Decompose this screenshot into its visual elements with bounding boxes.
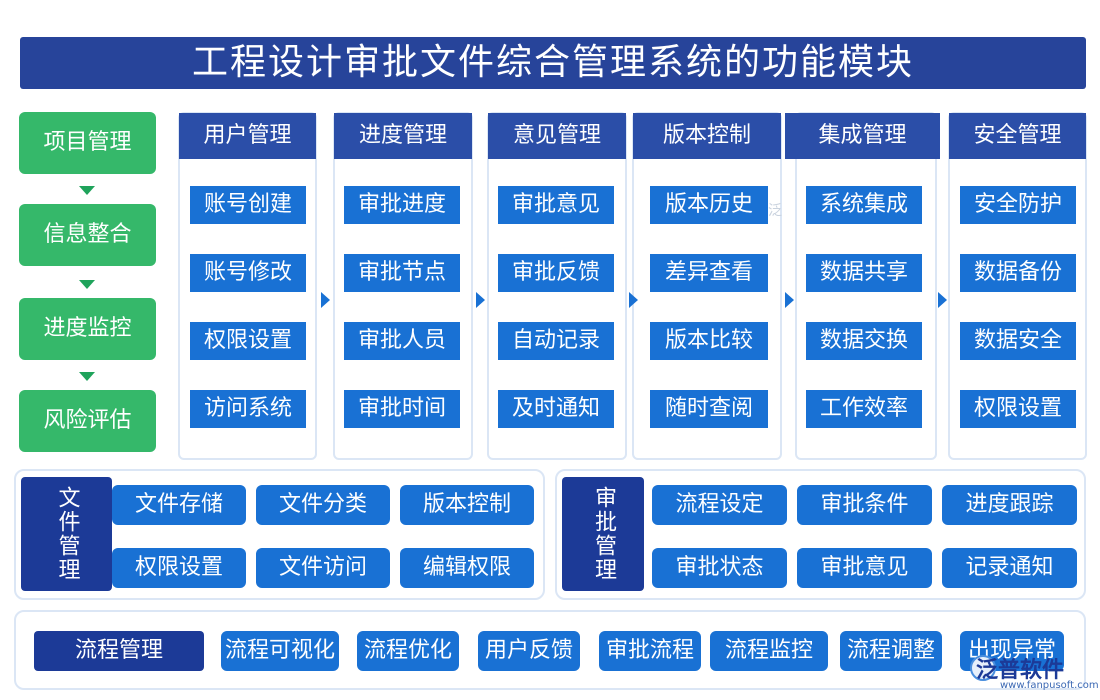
step-risk-assessment: 风险评估 bbox=[19, 390, 156, 452]
file-management-item: 文件访问 bbox=[256, 548, 390, 588]
flow-management-item: 流程优化 bbox=[357, 631, 459, 671]
module-item: 数据交换 bbox=[806, 322, 922, 360]
module-head-user: 用户管理 bbox=[179, 113, 316, 159]
flow-management-item: 用户反馈 bbox=[478, 631, 580, 671]
module-item: 及时通知 bbox=[498, 390, 614, 428]
file-management-label: 文件管理 bbox=[21, 477, 112, 591]
file-management-item: 文件分类 bbox=[256, 485, 390, 525]
module-item: 审批人员 bbox=[344, 322, 460, 360]
module-head-security: 安全管理 bbox=[949, 113, 1086, 159]
module-item: 自动记录 bbox=[498, 322, 614, 360]
right-arrow-icon bbox=[938, 292, 947, 308]
watermark-faint: 泛 bbox=[768, 203, 782, 219]
step-project-management: 项目管理 bbox=[19, 112, 156, 174]
module-item: 审批进度 bbox=[344, 186, 460, 224]
flow-management-label: 流程管理 bbox=[34, 631, 204, 671]
flow-management-item: 流程可视化 bbox=[221, 631, 339, 671]
module-item: 工作效率 bbox=[806, 390, 922, 428]
file-management-item: 权限设置 bbox=[112, 548, 246, 588]
flow-management-item: 审批流程 bbox=[599, 631, 701, 671]
page-title: 工程设计审批文件综合管理系统的功能模块 bbox=[20, 37, 1086, 89]
brand-logo: 泛普软件 bbox=[976, 658, 1065, 683]
module-item: 审批意见 bbox=[498, 186, 614, 224]
brand-url: www.fanpusoft.com bbox=[1000, 680, 1099, 691]
module-item: 差异查看 bbox=[650, 254, 768, 292]
approval-management-item: 记录通知 bbox=[942, 548, 1077, 588]
module-head-integration: 集成管理 bbox=[785, 113, 940, 159]
module-item: 账号创建 bbox=[190, 186, 306, 224]
module-head-progress: 进度管理 bbox=[334, 113, 472, 159]
down-arrow-icon bbox=[79, 372, 95, 381]
module-item: 审批节点 bbox=[344, 254, 460, 292]
module-item: 版本比较 bbox=[650, 322, 768, 360]
flow-management-item: 流程监控 bbox=[710, 631, 828, 671]
file-management-item: 版本控制 bbox=[400, 485, 534, 525]
module-item: 访问系统 bbox=[190, 390, 306, 428]
approval-management-item: 进度跟踪 bbox=[942, 485, 1077, 525]
module-head-opinion: 意见管理 bbox=[488, 113, 626, 159]
module-item: 版本历史 bbox=[650, 186, 768, 224]
module-item: 权限设置 bbox=[190, 322, 306, 360]
module-head-version: 版本控制 bbox=[633, 113, 781, 159]
file-management-item: 编辑权限 bbox=[400, 548, 534, 588]
right-arrow-icon bbox=[785, 292, 794, 308]
right-arrow-icon bbox=[321, 292, 330, 308]
module-item: 审批时间 bbox=[344, 390, 460, 428]
step-information-integration: 信息整合 bbox=[19, 204, 156, 266]
module-item: 账号修改 bbox=[190, 254, 306, 292]
module-item: 系统集成 bbox=[806, 186, 922, 224]
approval-management-item: 审批条件 bbox=[797, 485, 932, 525]
right-arrow-icon bbox=[629, 292, 638, 308]
module-item: 安全防护 bbox=[960, 186, 1076, 224]
approval-management-item: 流程设定 bbox=[652, 485, 787, 525]
file-management-item: 文件存储 bbox=[112, 485, 246, 525]
approval-management-label: 审批管理 bbox=[562, 477, 644, 591]
module-item: 数据安全 bbox=[960, 322, 1076, 360]
down-arrow-icon bbox=[79, 186, 95, 195]
fanpu-logo-icon bbox=[970, 655, 996, 681]
approval-management-item: 审批状态 bbox=[652, 548, 787, 588]
module-item: 权限设置 bbox=[960, 390, 1076, 428]
step-progress-monitoring: 进度监控 bbox=[19, 298, 156, 360]
down-arrow-icon bbox=[79, 280, 95, 289]
module-item: 审批反馈 bbox=[498, 254, 614, 292]
approval-management-item: 审批意见 bbox=[797, 548, 932, 588]
module-item: 数据共享 bbox=[806, 254, 922, 292]
module-item: 数据备份 bbox=[960, 254, 1076, 292]
flow-management-item: 流程调整 bbox=[840, 631, 942, 671]
module-item: 随时查阅 bbox=[650, 390, 768, 428]
right-arrow-icon bbox=[476, 292, 485, 308]
